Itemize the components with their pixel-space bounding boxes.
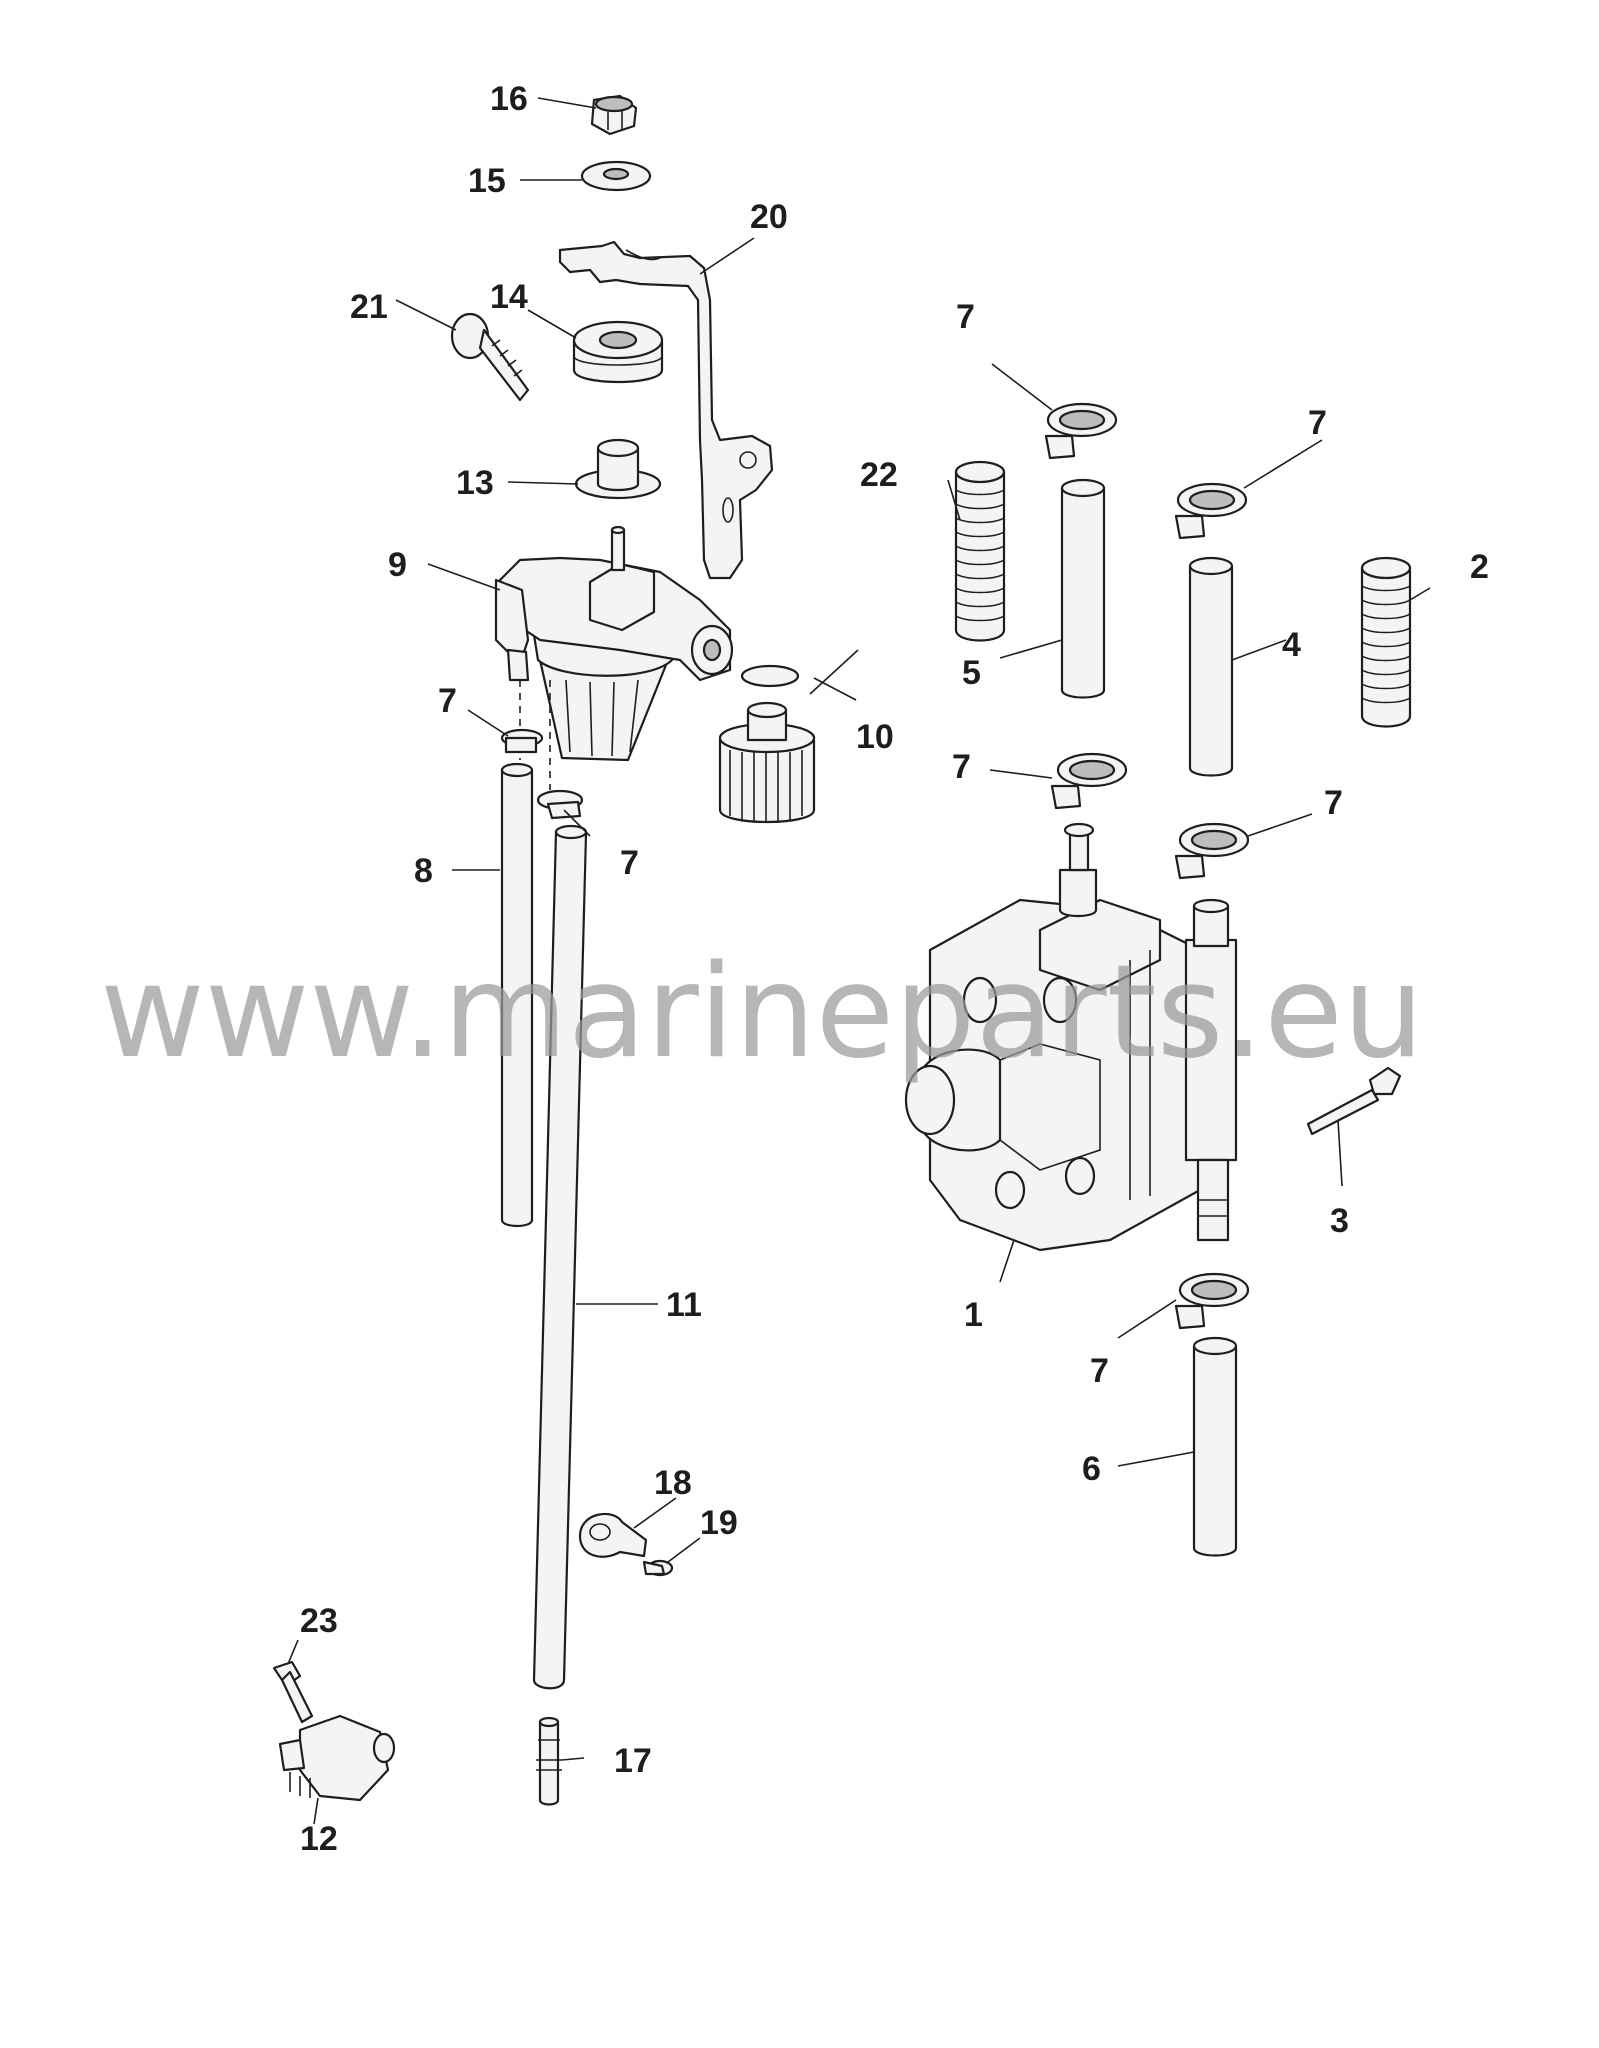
callout-9: 9	[388, 546, 407, 584]
part-21-screw[interactable]	[450, 312, 530, 402]
callout-7-mid-right: 7	[1324, 784, 1343, 822]
part-7-clamp-left-upper[interactable]	[500, 728, 544, 754]
callout-23: 23	[300, 1602, 338, 1640]
part-7-clamp-bottom[interactable]	[1174, 1272, 1250, 1330]
part-7-clamp-mid[interactable]	[1050, 752, 1128, 810]
callout-2: 2	[1470, 548, 1489, 586]
part-19-screw[interactable]	[642, 1559, 674, 1577]
part-4-hose[interactable]	[1188, 556, 1234, 777]
part-3-screw[interactable]	[1306, 1066, 1402, 1136]
part-14-grommet[interactable]	[572, 320, 664, 384]
callout-19: 19	[700, 1504, 738, 1542]
leader-lines	[287, 97, 1431, 1825]
part-22-spring[interactable]	[954, 460, 1006, 642]
part-5-hose[interactable]	[1060, 478, 1106, 699]
part-10-filter-element[interactable]	[718, 664, 816, 824]
callout-21: 21	[350, 288, 388, 326]
part-20-bracket[interactable]	[558, 240, 774, 580]
callout-7-top-right: 7	[1308, 404, 1327, 442]
callout-3: 3	[1330, 1202, 1349, 1240]
part-9-fuel-filter[interactable]	[494, 525, 734, 762]
callout-16: 16	[490, 80, 528, 118]
callout-7-bottom: 7	[1090, 1352, 1109, 1390]
callout-1: 1	[964, 1296, 983, 1334]
callout-8: 8	[414, 852, 433, 890]
callout-17: 17	[614, 1742, 652, 1780]
part-1-fuel-pump[interactable]	[904, 822, 1238, 1252]
callout-7-mid: 7	[952, 748, 971, 786]
callout-22: 22	[860, 456, 898, 494]
callout-18: 18	[654, 1464, 692, 1502]
callout-11: 11	[666, 1286, 702, 1324]
callout-7-top-middle: 7	[956, 298, 975, 336]
callout-10: 10	[856, 718, 894, 756]
part-8-hose[interactable]	[500, 762, 534, 1228]
callout-20: 20	[750, 198, 788, 236]
part-7-clamp-top-middle[interactable]	[1044, 402, 1118, 460]
part-17-fitting[interactable]	[536, 1716, 562, 1806]
part-18-clip[interactable]	[578, 1512, 648, 1558]
part-7-clamp-mid-right[interactable]	[1174, 822, 1250, 880]
part-16-lock-nut[interactable]	[590, 94, 638, 136]
part-6-hose[interactable]	[1192, 1336, 1238, 1557]
part-12-connector[interactable]	[278, 1714, 396, 1802]
part-13-sleeve[interactable]	[574, 438, 662, 500]
callout-15: 15	[468, 162, 506, 200]
callout-7-left-lower: 7	[620, 844, 639, 882]
callout-14: 14	[490, 278, 528, 316]
callout-13: 13	[456, 464, 494, 502]
callout-5: 5	[962, 654, 981, 692]
part-2-spring[interactable]	[1360, 556, 1412, 728]
callout-7-left-upper: 7	[438, 682, 457, 720]
callout-12: 12	[300, 1820, 338, 1858]
part-23-bolt[interactable]	[272, 1660, 314, 1724]
callout-6: 6	[1082, 1450, 1101, 1488]
part-7-clamp-left-lower[interactable]	[536, 789, 584, 820]
part-7-clamp-top-right[interactable]	[1174, 482, 1248, 540]
watermark: www.marineparts.eu	[100, 938, 1424, 1087]
callout-4: 4	[1282, 626, 1301, 664]
part-15-washer[interactable]	[580, 160, 652, 192]
